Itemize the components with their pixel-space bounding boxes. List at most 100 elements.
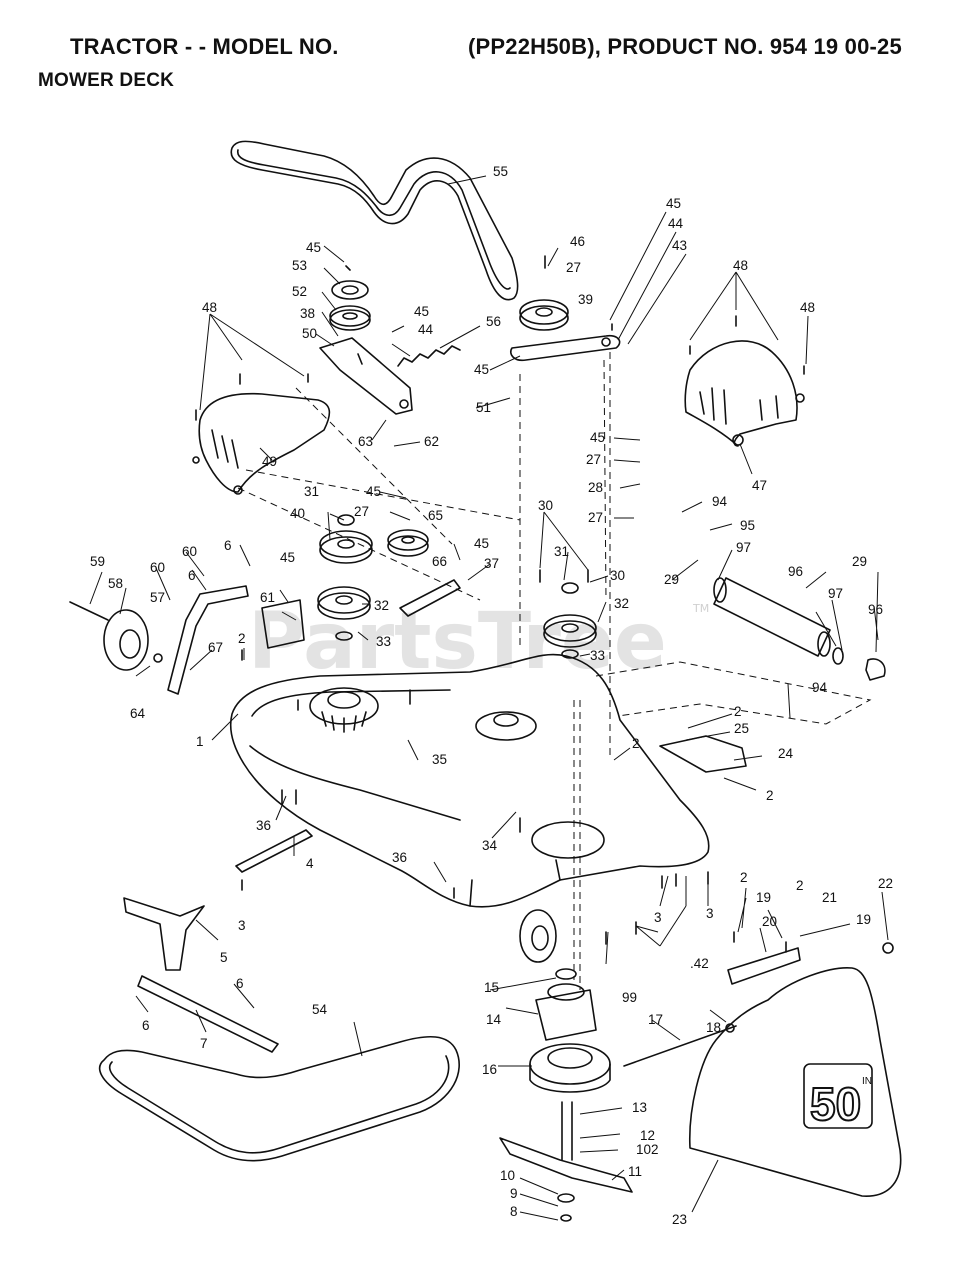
callout-c96b: 96 xyxy=(868,602,883,617)
front-wheel xyxy=(519,909,557,963)
callout-c56: 56 xyxy=(486,314,501,329)
callout-c62: 62 xyxy=(424,434,439,449)
callout-c28: 28 xyxy=(588,480,603,495)
washer-33-left xyxy=(335,631,353,641)
callout-c27b: 27 xyxy=(586,452,601,467)
callout-c66: 66 xyxy=(432,554,447,569)
callout-c102: 102 xyxy=(636,1142,659,1157)
left-belt-shield-49 xyxy=(192,392,331,495)
callout-c32b: 32 xyxy=(614,596,629,611)
callout-c25: 25 xyxy=(734,721,749,736)
header-tractor-model: TRACTOR - - MODEL NO. xyxy=(70,34,339,59)
callout-c29b: 29 xyxy=(852,554,867,569)
right-belt-shield-47 xyxy=(684,340,805,447)
idler-arm-50 xyxy=(319,337,413,415)
callout-c27d: 27 xyxy=(588,510,603,525)
spindle-shaft-13 xyxy=(561,1101,573,1161)
callout-c37: 37 xyxy=(484,556,499,571)
wheel-arm-57 xyxy=(167,585,249,695)
roller-96 xyxy=(713,577,831,657)
callout-c45f: 45 xyxy=(366,484,381,499)
callout-c45a: 45 xyxy=(666,196,681,211)
pulley-39 xyxy=(519,299,569,331)
callout-c6b: 6 xyxy=(188,568,196,583)
callout-c24: 24 xyxy=(778,746,794,761)
bar-7 xyxy=(137,975,279,1053)
callout-c38: 38 xyxy=(300,306,315,321)
callout-c39: 39 xyxy=(578,292,593,307)
callout-c31b: 31 xyxy=(554,544,569,559)
callout-c48a: 48 xyxy=(733,258,748,273)
callout-c18: 18 xyxy=(706,1020,721,1035)
callout-c46: 46 xyxy=(570,234,585,249)
washer-64 xyxy=(153,653,163,663)
washer-33-right xyxy=(561,649,579,659)
callout-c1: 1 xyxy=(196,734,204,749)
callout-c2b: 2 xyxy=(734,704,742,719)
callout-c31a: 31 xyxy=(304,484,319,499)
deck-housing-1 xyxy=(229,653,710,908)
callout-c27c: 27 xyxy=(354,504,369,519)
callout-c45d: 45 xyxy=(474,362,489,377)
baffle-24 xyxy=(659,735,747,773)
callout-c60a: 60 xyxy=(182,544,197,559)
callout-c54: 54 xyxy=(312,1002,328,1017)
callout-c2a: 2 xyxy=(238,631,246,646)
callout-c7: 7 xyxy=(200,1036,208,1051)
callout-c19a: 19 xyxy=(756,890,771,905)
callout-c6d: 6 xyxy=(142,1018,150,1033)
header-product-number: (PP22H50B), PRODUCT NO. 954 19 00-25 xyxy=(468,34,902,59)
callout-c17: 17 xyxy=(648,1012,663,1027)
callout-c4: 4 xyxy=(306,856,314,871)
callout-c23: 23 xyxy=(672,1212,687,1227)
callout-c20: 20 xyxy=(762,914,777,929)
callout-c12: 12 xyxy=(640,1128,655,1143)
bracket-61 xyxy=(261,599,305,649)
upper-belt-55 xyxy=(230,140,519,301)
watermark: PartsTree xyxy=(248,597,667,687)
link-4 xyxy=(235,829,313,873)
center-spindle-opening xyxy=(531,821,605,859)
roller-bracket-96 xyxy=(865,658,886,681)
callout-c97b: 97 xyxy=(828,586,843,601)
pulley-53 xyxy=(331,280,369,300)
callout-c48c: 48 xyxy=(800,300,815,315)
callout-c44b: 44 xyxy=(418,322,434,337)
callout-c99: 99 xyxy=(622,990,637,1005)
callout-c40: 40 xyxy=(290,506,305,521)
callout-c45h: 45 xyxy=(474,536,489,551)
callout-c2d: 2 xyxy=(766,788,774,803)
spring-56 xyxy=(397,345,461,367)
callout-c3b: 3 xyxy=(654,910,662,925)
reference-dashed-lines xyxy=(237,352,872,990)
callout-c35: 35 xyxy=(432,752,447,767)
callout-c49: 49 xyxy=(262,454,277,469)
spindle-housing-14 xyxy=(535,983,597,1041)
callout-c19b: 19 xyxy=(856,912,871,927)
callout-c65: 65 xyxy=(428,508,443,523)
callout-c45b: 45 xyxy=(306,240,321,255)
callout-leader-lines xyxy=(89,175,889,1221)
pulley-40 xyxy=(319,530,373,564)
callout-c58: 58 xyxy=(108,576,123,591)
callout-c61: 61 xyxy=(260,590,275,605)
pulley-32-left xyxy=(317,586,371,620)
right-spindle-housing xyxy=(475,711,537,741)
callout-c14: 14 xyxy=(486,1012,502,1027)
watermark-tm: TM xyxy=(692,602,709,615)
callout-c21: 21 xyxy=(822,890,837,905)
hinge-20 xyxy=(727,947,801,985)
callout-c60b: 60 xyxy=(150,560,165,575)
pulley-65 xyxy=(387,529,429,557)
callout-c2f: 2 xyxy=(796,878,804,893)
callout-c11: 11 xyxy=(628,1164,642,1179)
callout-c97a: 97 xyxy=(736,540,751,555)
callout-c34: 34 xyxy=(482,838,498,853)
callout-c32a: 32 xyxy=(374,598,389,613)
callout-c30a: 30 xyxy=(538,498,553,513)
bracket-37 xyxy=(399,579,461,617)
discharge-chute-23 xyxy=(688,967,902,1197)
bearing-15 xyxy=(555,968,577,980)
